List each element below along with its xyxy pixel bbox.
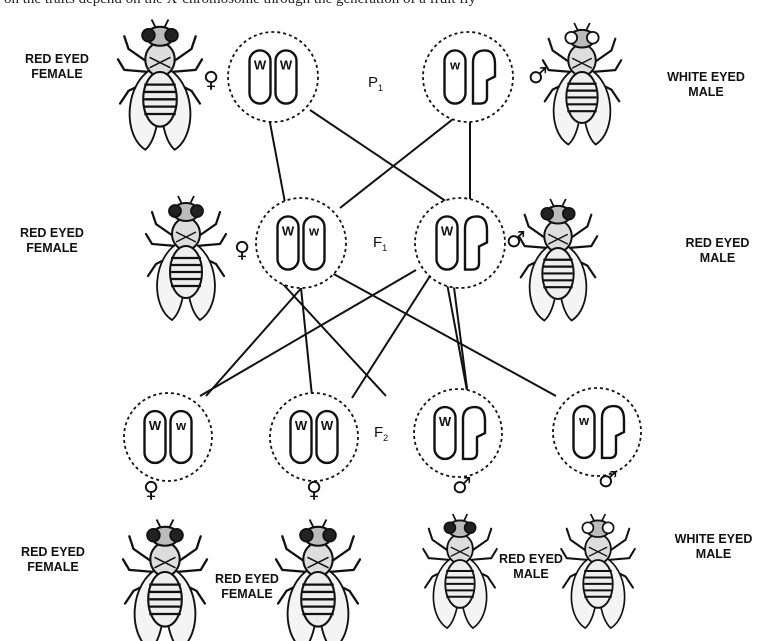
female-symbol-f1: ♀ [234, 240, 250, 262]
allele-label: W [282, 223, 295, 238]
cross-line [310, 110, 456, 208]
flies [118, 20, 635, 641]
chromosome-circle-p-male: w [423, 32, 513, 122]
female-symbol-f2-2: ♀ [306, 480, 322, 502]
cross-line [268, 112, 286, 208]
allele-label: w [449, 57, 461, 72]
allele-label: W [295, 418, 308, 433]
generation-p1: P1 [368, 74, 383, 93]
cross-line [200, 270, 416, 396]
allele-label: w [308, 223, 320, 238]
fly-f2-male-1 [423, 514, 497, 628]
fly-p-female [118, 20, 202, 150]
allele-label: W [149, 418, 162, 433]
cross-line [270, 270, 386, 396]
fly-f1-female [146, 196, 226, 320]
allele-label: w [578, 413, 590, 428]
chromosome-circle-f1-male: W [415, 198, 505, 288]
cross-line [452, 272, 468, 396]
generation-f1: F1 [373, 234, 387, 253]
allele-label: W [321, 418, 334, 433]
male-symbol-f2-1: ♂ [452, 476, 472, 498]
cross-line [206, 276, 312, 396]
cross-line [340, 112, 462, 208]
allele-label: W [280, 57, 293, 72]
allele-label: W [441, 223, 454, 238]
fly-p-male [543, 23, 621, 145]
cross-line [330, 272, 556, 396]
allele-label: W [439, 414, 452, 429]
female-symbol-p: ♀ [203, 70, 219, 92]
male-symbol-p: ♂ [528, 66, 548, 88]
chromosome-circle-f2-3: W [414, 389, 502, 477]
female-symbol-f2-1: ♀ [143, 480, 159, 502]
male-symbol-f1: ♂ [506, 230, 526, 252]
chromosome-circle-f2-4: w [553, 388, 641, 476]
fly-f2-female-1 [123, 520, 207, 641]
allele-label: W [254, 57, 267, 72]
allele-label: w [175, 418, 187, 433]
fly-f1-male [519, 199, 597, 321]
cross-line [352, 276, 430, 398]
male-symbol-f2-2: ♂ [598, 470, 618, 492]
generation-f2: F2 [374, 424, 388, 443]
